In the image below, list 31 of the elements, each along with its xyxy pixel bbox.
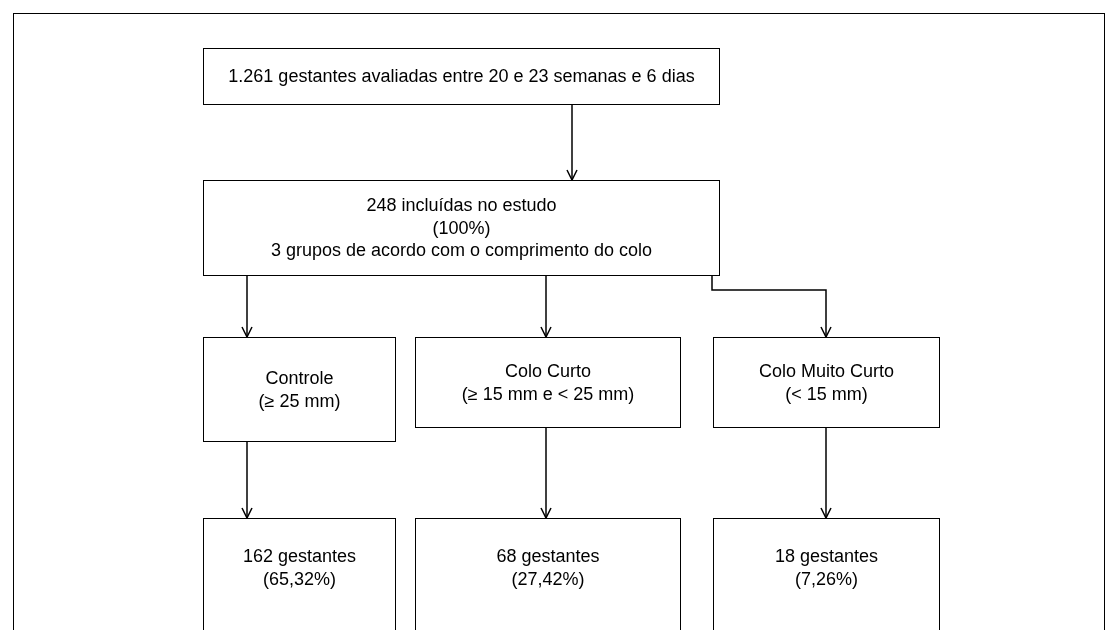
process-box	[203, 337, 396, 442]
box-text: 68 gestantes	[496, 545, 600, 568]
box-text: 3 grupos de acordo com o comprimento do colo	[270, 239, 653, 262]
box-text: Colo Muito Curto	[758, 360, 895, 383]
box-text: (27,42%)	[511, 567, 585, 590]
box-text: 162 gestantes	[242, 545, 357, 568]
box-text: Controle	[265, 367, 334, 390]
box-text: Colo Curto	[504, 360, 591, 383]
process-box	[713, 337, 940, 428]
box-text: (≥ 25 mm)	[258, 389, 341, 412]
arrow	[241, 441, 253, 519]
box-text: (65,32%)	[262, 567, 336, 590]
arrow	[540, 427, 552, 519]
box-text: (7,26%)	[795, 567, 858, 590]
box-text: 18 gestantes	[774, 545, 879, 568]
process-box	[713, 518, 940, 630]
arrow	[540, 275, 552, 338]
box-text: (100%)	[432, 216, 491, 240]
arrow	[820, 427, 832, 519]
box-text: (< 15 mm)	[785, 382, 868, 405]
process-box	[415, 337, 681, 428]
box-text: (≥ 15 mm e < 25 mm)	[461, 382, 635, 405]
arrow	[711, 275, 832, 338]
process-box	[415, 518, 681, 630]
process-box	[203, 180, 720, 276]
process-box	[203, 518, 396, 630]
arrow	[241, 275, 253, 338]
process-box	[203, 48, 720, 105]
arrow	[566, 104, 578, 181]
box-text: 248 incluídas no estudo	[366, 194, 557, 217]
box-text: 1.261 gestantes avaliadas entre 20 e 23 semanas e 6 dias	[228, 65, 695, 88]
